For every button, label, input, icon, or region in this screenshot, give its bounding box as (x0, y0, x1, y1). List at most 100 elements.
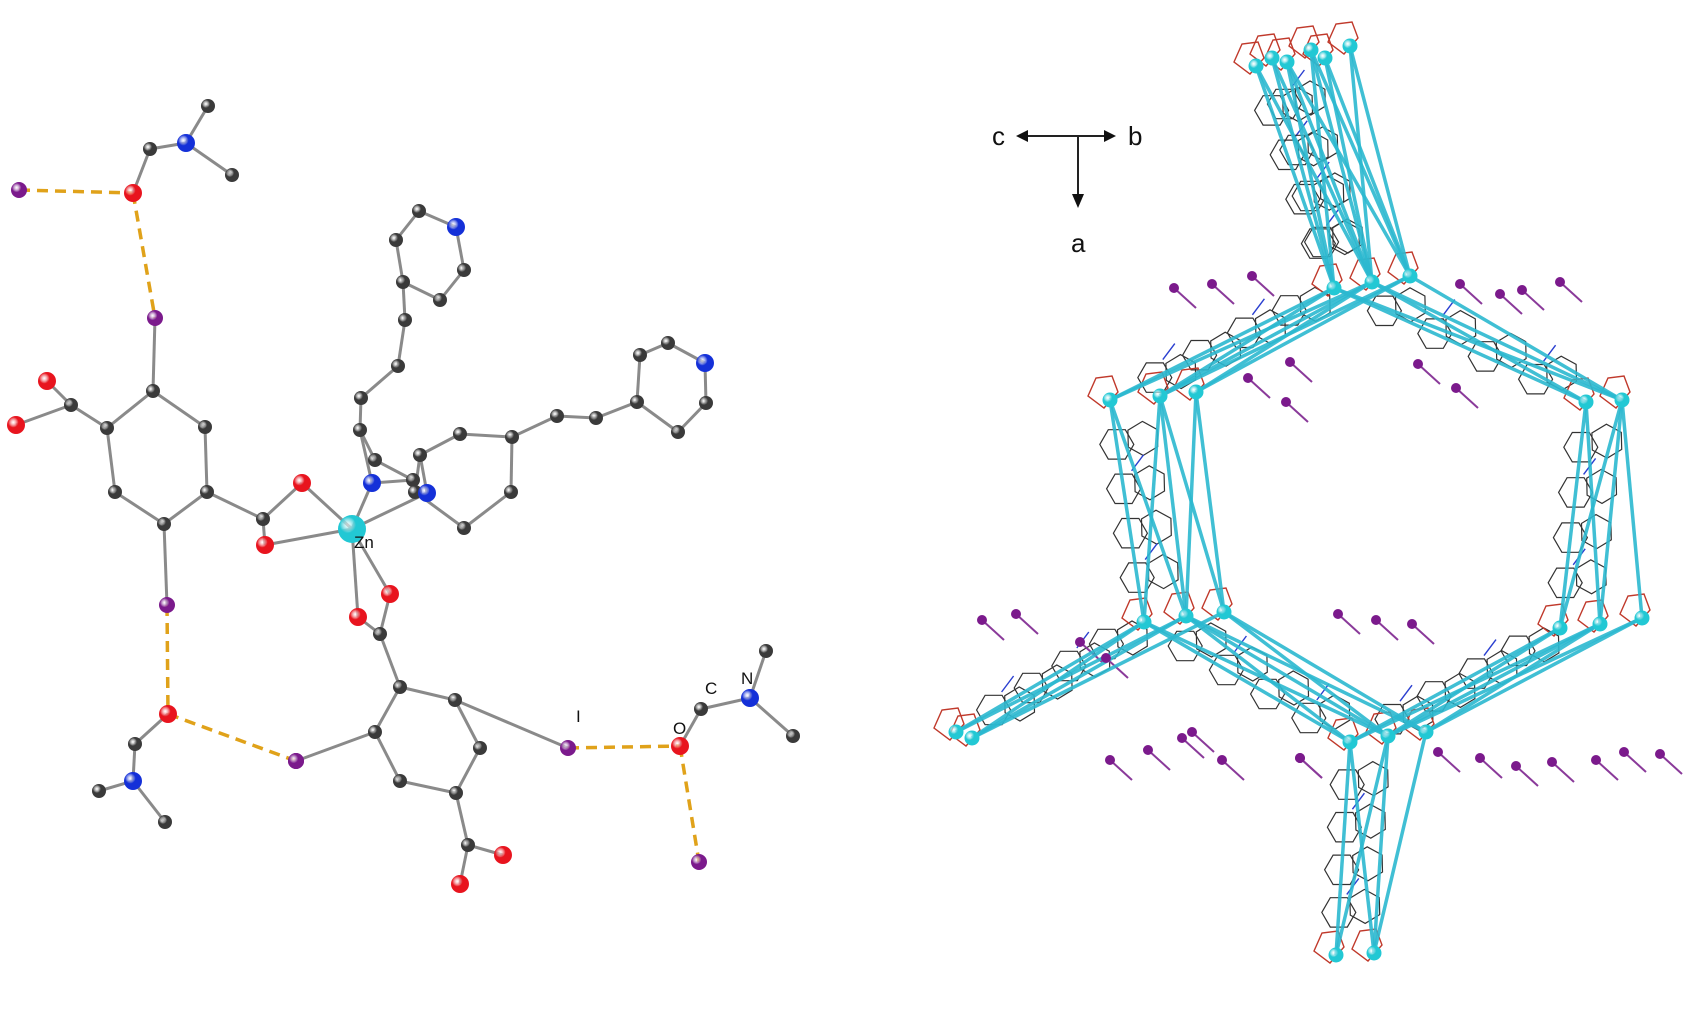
hydrogen-bonds (18, 188, 701, 863)
framework-packing-panel: c b a (933, 21, 1683, 964)
iodine-atom (1591, 755, 1601, 765)
ligand-ring (1354, 803, 1386, 839)
bond (114, 490, 165, 526)
carbon-atom (633, 348, 647, 362)
zn-link (1349, 622, 1601, 744)
bond (399, 779, 457, 795)
axis-b-label: b (1128, 121, 1142, 151)
zn-link (1108, 399, 1146, 623)
oxygen-atom (451, 875, 469, 893)
carbon-atom (504, 485, 518, 499)
zn-link (971, 610, 1225, 740)
arrow-right-icon (1104, 130, 1116, 142)
ligand-n-bond (1162, 343, 1176, 361)
bond (378, 633, 402, 688)
carbon-atom (433, 293, 447, 307)
nitrogen-atom (447, 218, 465, 236)
nitrogen-atom (363, 474, 381, 492)
carbon-atom (699, 396, 713, 410)
zinc-atom (1178, 608, 1194, 624)
carbon-atom (461, 838, 475, 852)
ligand-ring (1323, 854, 1360, 886)
bond (203, 426, 209, 493)
crystal-axis-indicator: c b a (992, 121, 1142, 258)
ligand-n-bond (1316, 683, 1330, 701)
zn-link (1371, 280, 1623, 402)
iodine-atom (11, 182, 27, 198)
zinc-atom (1342, 734, 1358, 750)
zn-link (971, 614, 1187, 740)
zn-link (1334, 741, 1352, 956)
ligand-ring (1253, 95, 1290, 126)
iodine-atom (1207, 279, 1217, 289)
zinc-atom (1279, 54, 1295, 70)
carboxylate-wire (1288, 25, 1320, 59)
ligand-ring (1467, 341, 1503, 372)
hydrogen-bond (567, 744, 681, 750)
zn-link (1372, 731, 1428, 954)
hydrogen-bond (18, 188, 134, 195)
zinc-atom (1342, 38, 1358, 54)
iodine-atom (1075, 637, 1085, 647)
bond (358, 429, 374, 484)
carbon-atom (353, 423, 367, 437)
bond (163, 490, 208, 526)
zinc-atom (948, 724, 964, 740)
zinc-atom (1264, 50, 1280, 66)
carbon-atom (393, 680, 407, 694)
zinc-atom (1328, 947, 1344, 963)
zn-link (1309, 49, 1374, 283)
bond (350, 528, 360, 618)
carbon-atom (759, 644, 773, 658)
zinc-atom (1303, 42, 1319, 58)
oxygen-atom (159, 705, 177, 723)
ligand-ring (1195, 622, 1227, 658)
carbon-atom (550, 409, 564, 423)
carbon-atom (391, 359, 405, 373)
zinc-atom (1592, 616, 1608, 632)
zinc-atom (1552, 620, 1568, 636)
iodine-atom (1371, 615, 1381, 625)
carbon-atom (589, 411, 603, 425)
bond (152, 389, 206, 429)
zn-link (1184, 614, 1352, 744)
carboxylate-wire (1233, 41, 1265, 75)
carbon-atom (448, 693, 462, 707)
coordination-environment-panel: Zn I O C N (7, 99, 800, 893)
zinc-atom (1380, 728, 1396, 744)
zinc-atom (1418, 724, 1434, 740)
zn-link (1158, 395, 1188, 617)
oxygen-atom (7, 416, 25, 434)
iodine-label: I (576, 707, 581, 726)
zn-link (1184, 391, 1198, 617)
carbon-atom (225, 168, 239, 182)
carbon-atom (406, 473, 420, 487)
iodine-atom (977, 615, 987, 625)
iodine-atom (147, 310, 163, 326)
zinc-atom (1614, 392, 1630, 408)
iodine-atom (560, 740, 576, 756)
zinc-atom (1317, 50, 1333, 66)
zn-link (1254, 65, 1374, 283)
zinc-atom (1366, 945, 1382, 961)
carbon-atom (473, 741, 487, 755)
ligand-ring (1105, 473, 1142, 505)
bond (454, 698, 569, 750)
carbon-atom (157, 517, 171, 531)
carbon-atom (449, 786, 463, 800)
zinc-atom (1216, 604, 1232, 620)
iodine-atom (1333, 609, 1343, 619)
zn-link (1558, 399, 1624, 629)
carbon-atom (143, 142, 157, 156)
zinc-atom (1364, 274, 1380, 290)
bond (636, 400, 679, 434)
carbon-atom (457, 263, 471, 277)
oxygen-atom (671, 737, 689, 755)
ligand-ring (1352, 846, 1384, 882)
bond (185, 141, 233, 177)
ligand-ring (1417, 318, 1453, 349)
bond (206, 490, 264, 521)
carboxylate-wire (1249, 33, 1281, 67)
arrow-down-icon (1072, 194, 1084, 208)
zn-link (1270, 57, 1374, 283)
